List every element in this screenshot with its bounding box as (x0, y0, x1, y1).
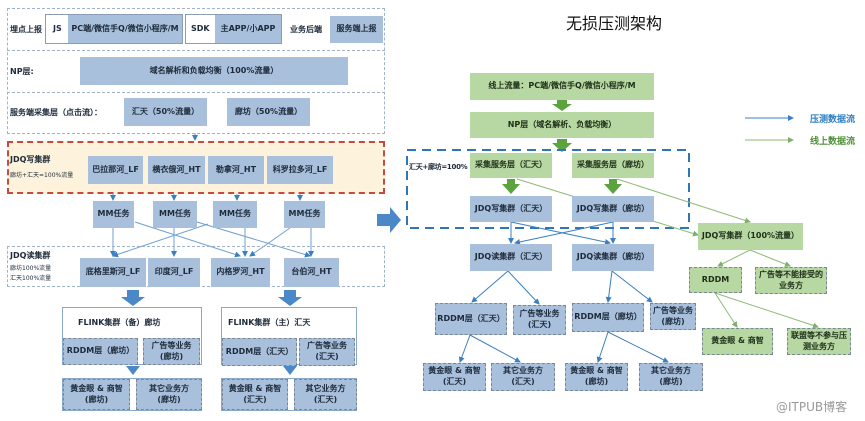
ads-huitian: 广告等业务 (汇天) (513, 305, 566, 335)
region-label: 汇天+廊坊=100% (409, 163, 468, 171)
np-layer-box: NP层（域名解析、负载均衡） (470, 112, 654, 138)
golden-eye-box: 黄金眼 & 商智 (廊坊) (63, 379, 130, 410)
ads-langfang: 广告等业务 (廊坊) (650, 303, 696, 330)
jdq-write-langfang: JDQ写集群（廊坊） (572, 196, 654, 222)
rddm-box: RDDM层（廊坊） (63, 338, 138, 365)
mm-task: MM任务 (93, 201, 134, 228)
diagram-title: 无损压测架构 (566, 14, 663, 33)
ads-box: 广告等业务 (汇天) (299, 338, 355, 366)
collect-label: 服务端采集层（点击流）： (10, 108, 102, 117)
golden-eye-huitian: 黄金眼 & 商智 (汇天) (423, 363, 486, 391)
online-golden-eye: 黄金眼 & 商智 (702, 328, 773, 355)
online-traffic-box: 线上流量：PC端/微信手Q/微信小程序/M (470, 73, 654, 100)
rddm-langfang: RDDM层（廊坊） (572, 303, 644, 332)
collect-langfang: 廊坊（50%流量） (227, 98, 310, 126)
watermark: @ITPUB博客 (776, 400, 848, 414)
js-label: JS (53, 24, 62, 33)
server-report-box: 服务端上报 (330, 16, 383, 43)
block-arrows (121, 207, 401, 375)
golden-eye-langfang: 黄金眼 & 商智 (廊坊) (565, 363, 628, 391)
other-langfang: 其它业务方 (廊坊) (639, 363, 703, 391)
collect-huitian: 汇天（50%流量） (124, 98, 207, 126)
jdq-read-sub2: 汇天100%流量 (10, 275, 52, 282)
jdq-read-node: 底格里斯河_LF (80, 258, 146, 287)
jdq-write-node: 横衣俄河_HT (148, 156, 205, 184)
left-arrows (110, 133, 314, 258)
jdq-write-label: JDQ写集群 (10, 155, 51, 164)
online-jdq-write: JDQ写集群（100%流量） (698, 223, 803, 250)
jdq-write-huitian: JDQ写集群（汇天） (470, 196, 552, 222)
js-targets: PC端/微信手Q/微信小程序/M (68, 15, 182, 43)
other-business-box: 其它业务方 (汇天) (294, 379, 357, 410)
ads-box: 广告等业务 (廊坊) (143, 338, 200, 365)
jdq-read-sub1: 廊坊100%流量 (10, 265, 52, 272)
flink-main-title: FLINK集群（主）汇天 (228, 318, 311, 327)
tracking-label: 埋点上报 (10, 25, 42, 34)
jdq-read-node: 内格罗河_HT (211, 258, 270, 287)
mm-task: MM任务 (213, 201, 257, 228)
rddm-box: RDDM层（汇天） (222, 338, 297, 366)
jdq-write-node: 科罗拉多河_LF (267, 156, 333, 184)
flink-backup-title: FLINK集群（备）廊坊 (78, 318, 161, 327)
green-block-arrows (502, 100, 622, 194)
other-huitian: 其它业务方 (汇天) (491, 363, 555, 391)
collect-huitian: 采集服务层（汇天） (470, 153, 552, 178)
jdq-read-huitian: JDQ读集群（汇天） (470, 244, 552, 271)
golden-eye-box: 黄金眼 & 商智 (汇天) (222, 379, 288, 410)
jdq-write-node: 勒拿河_HT (208, 156, 264, 184)
online-alliance: 联盟等不参与压 测业务方 (787, 328, 851, 355)
sdk-label: SDK (191, 24, 210, 33)
divider (7, 50, 385, 51)
np-box: 域名解析和负载均衡（100%流量） (80, 57, 348, 85)
jdq-read-node: 台伯河_HT (284, 258, 339, 287)
np-label: NP层: (10, 67, 34, 76)
other-business-box: 其它业务方 (廊坊) (136, 379, 202, 410)
mm-task: MM任务 (153, 201, 197, 228)
jdq-read-node: 印度河_LF (148, 258, 200, 287)
divider (7, 92, 385, 93)
jdq-write-sub: 廊坊+汇天=100%流量 (10, 172, 74, 179)
online-ads: 广告等不能接受的 业务方 (755, 267, 827, 294)
legend-online-flow: 线上数据流 (810, 137, 856, 147)
rddm-huitian: RDDM层（汇天） (435, 303, 507, 335)
jdq-read-label: JDQ读集群 (10, 251, 51, 260)
mm-task: MM任务 (284, 201, 325, 228)
sdk-targets: 主APP/小APP (215, 15, 281, 43)
test-region-border (406, 149, 690, 229)
online-rddm: RDDM (689, 267, 742, 293)
collect-langfang: 采集服务层（廊坊） (572, 153, 654, 178)
legend-test-flow: 压测数据流 (810, 115, 856, 125)
jdq-read-langfang: JDQ读集群（廊坊） (572, 244, 654, 271)
ingest-region (7, 8, 385, 134)
jdq-write-node: 巴拉那河_LF (88, 156, 143, 184)
test-flow-arrows (458, 115, 794, 363)
backend-label: 业务后端 (290, 25, 322, 34)
